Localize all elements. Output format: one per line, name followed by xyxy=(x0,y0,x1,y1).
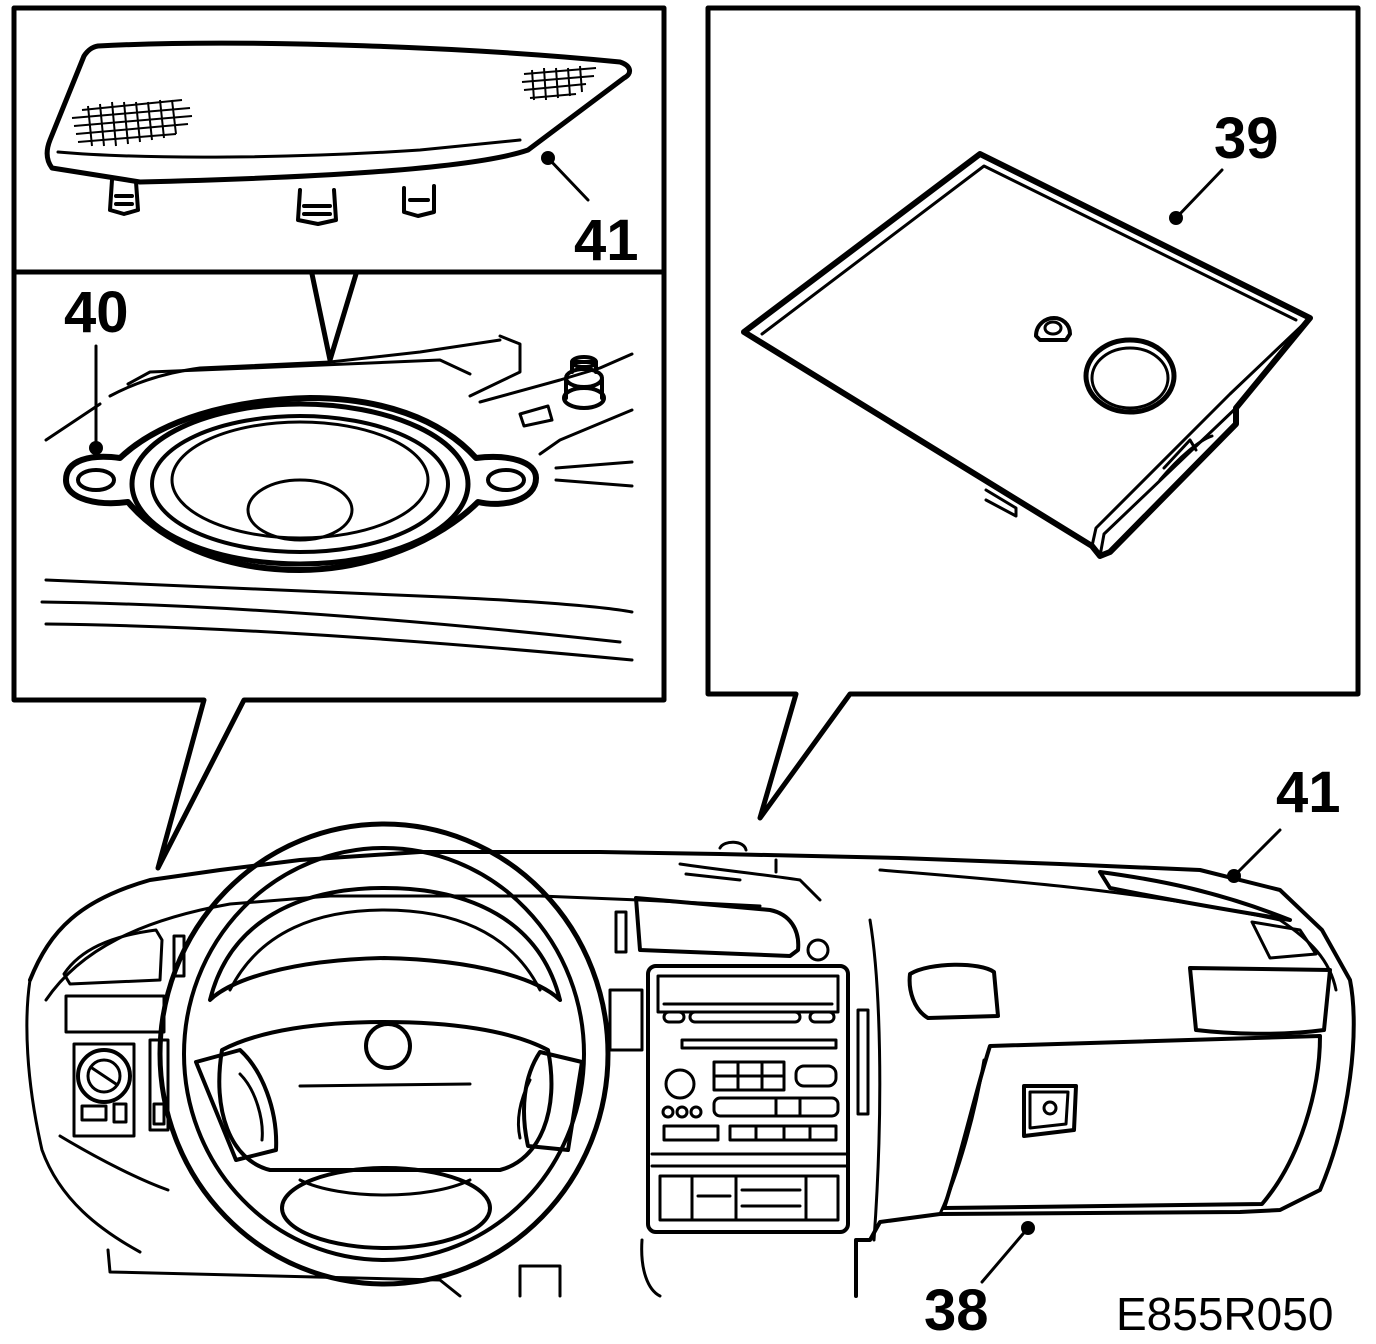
glovebox-tray-part xyxy=(741,151,1313,559)
callout-41-dash: 41 xyxy=(1276,760,1341,825)
glovebox-lid xyxy=(938,1034,1322,1284)
speaker-cover-part xyxy=(44,40,632,226)
grille-pattern-right xyxy=(521,65,597,101)
steering-wheel xyxy=(157,821,611,1287)
dashboard-overview xyxy=(25,821,1356,1298)
left-inset: 41 xyxy=(11,5,667,871)
speaker-view xyxy=(40,334,634,662)
callout-38: 38 xyxy=(924,1278,989,1343)
mounting-bolt xyxy=(562,355,606,410)
drawing-code: E855R050 xyxy=(1116,1288,1333,1340)
clips xyxy=(108,178,436,226)
grille-pattern-left xyxy=(71,99,193,147)
callout-40: 40 xyxy=(64,280,129,345)
callout-39: 39 xyxy=(1214,106,1279,171)
center-stack xyxy=(646,964,850,1234)
right-inset: 39 xyxy=(705,5,1361,821)
callout-41-top: 41 xyxy=(574,208,639,273)
